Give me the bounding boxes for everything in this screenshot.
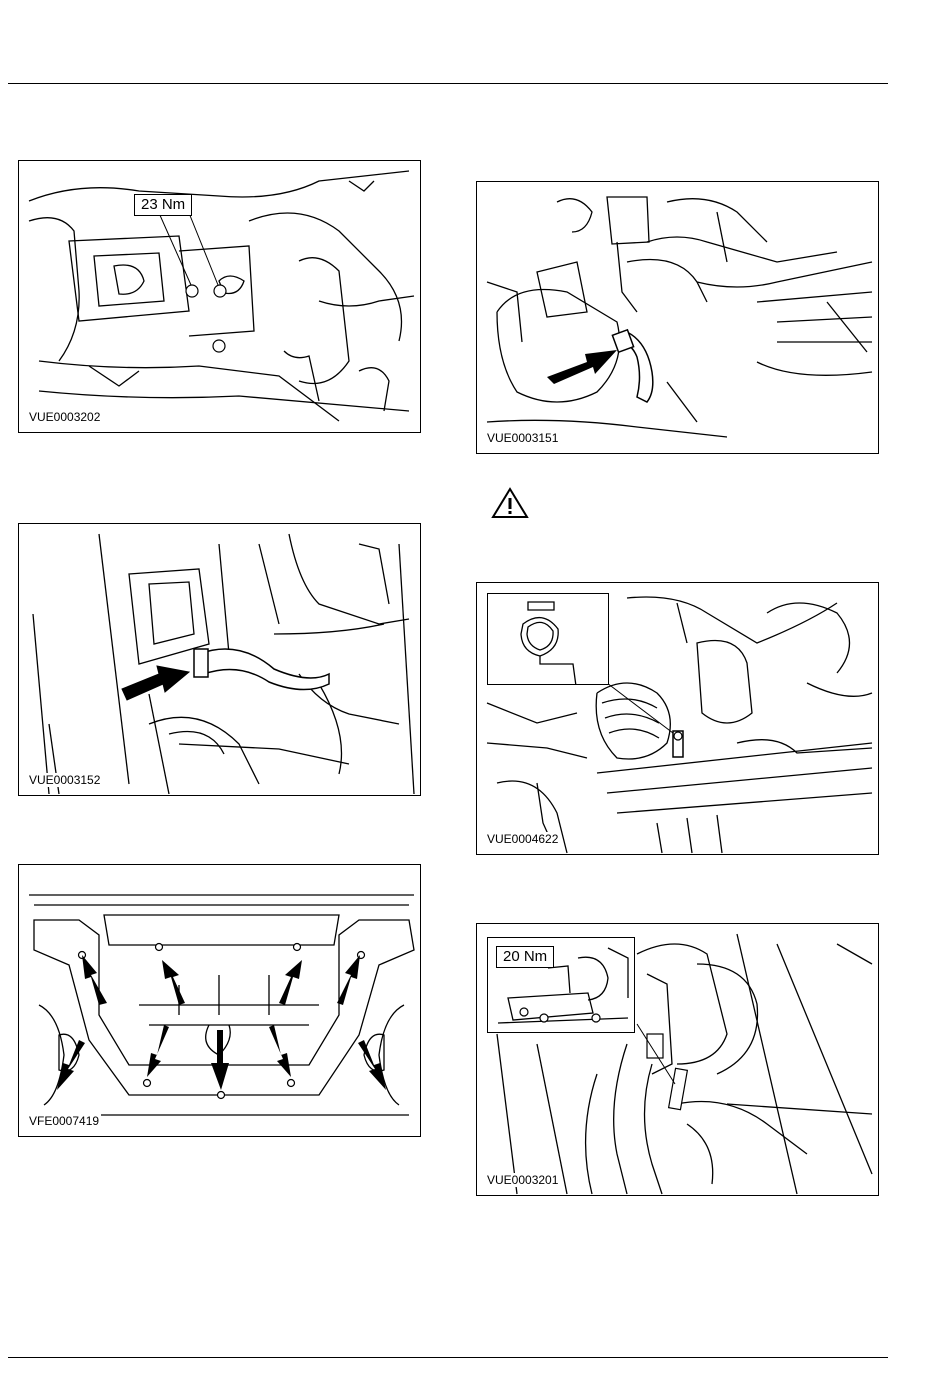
figure-id: VUE0003152 — [29, 773, 102, 787]
figure-id: VFE0007419 — [29, 1114, 101, 1128]
figure-vacuum-hose: VUE0003151 — [476, 181, 879, 454]
pointer-arrow-icon — [122, 666, 189, 700]
figure-id: VUE0003201 — [487, 1173, 560, 1187]
figure-egr-valve: 20 Nm VUE0003201 — [476, 923, 879, 1196]
figure-undertray: VFE0007419 — [18, 864, 421, 1137]
torque-label: 20 Nm — [496, 946, 554, 968]
detail-inset — [487, 593, 609, 685]
figure-illustration — [19, 161, 421, 433]
header-rule — [8, 83, 888, 84]
warning-triangle-icon — [491, 487, 529, 519]
figure-id: VUE0003151 — [487, 431, 560, 445]
figure-illustration — [477, 182, 879, 454]
figure-id: VUE0004622 — [487, 832, 560, 846]
detail-inset: 20 Nm — [487, 937, 635, 1033]
torque-label: 23 Nm — [134, 194, 192, 216]
clip-detail-illustration — [488, 594, 609, 685]
figure-illustration — [19, 524, 421, 796]
pointer-arrow-icon — [547, 350, 617, 384]
figure-illustration — [19, 865, 421, 1137]
footer-rule — [8, 1357, 888, 1358]
figure-id: VUE0003202 — [29, 410, 102, 424]
figure-turbo-bolts: 23 Nm VUE0003202 — [18, 160, 421, 433]
figure-hose-clamp: VUE0003152 — [18, 523, 421, 796]
figure-intake-clip: VUE0004622 — [476, 582, 879, 855]
pointer-arrow-icon — [57, 955, 386, 1090]
